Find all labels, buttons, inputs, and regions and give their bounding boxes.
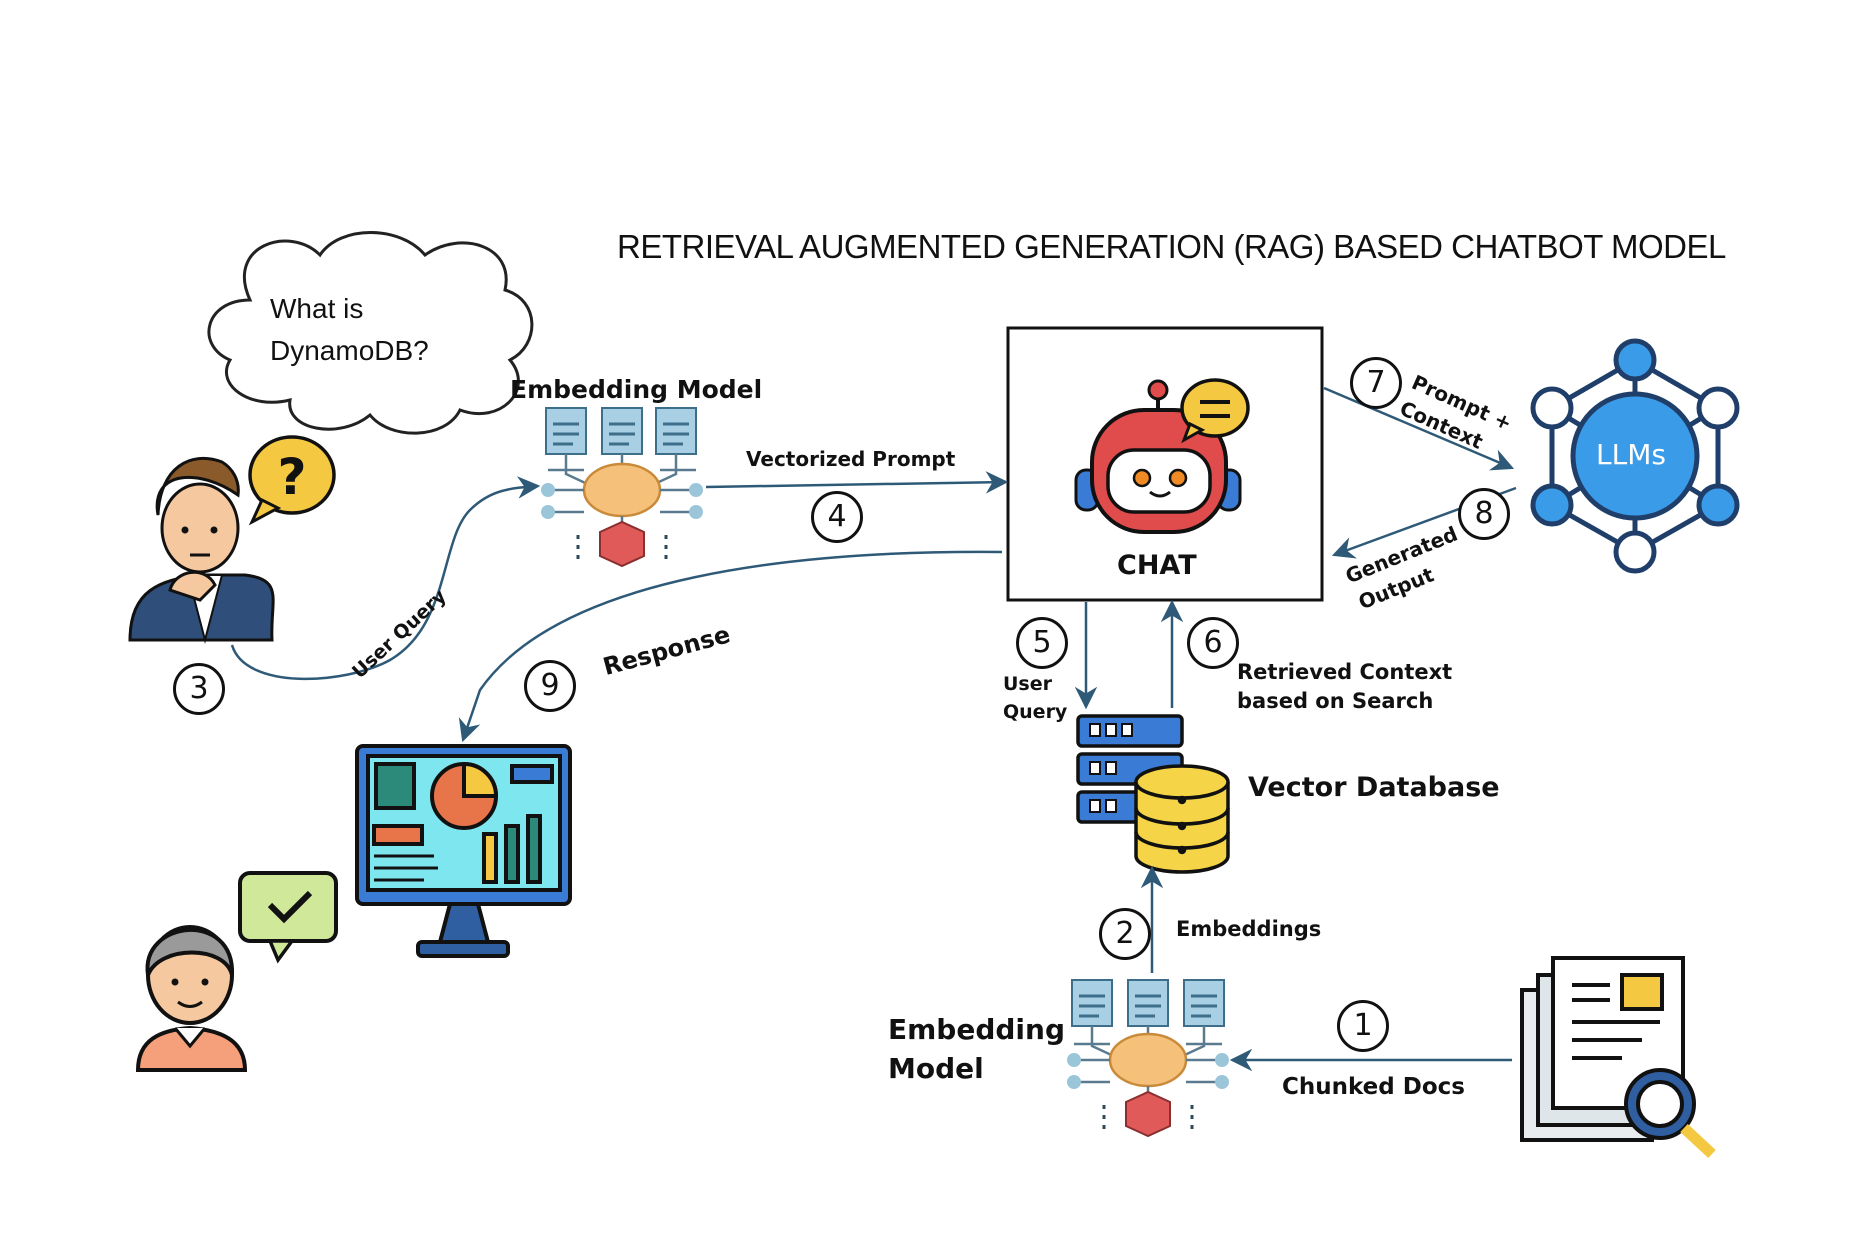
vector-database-label: Vector Database (1248, 772, 1500, 803)
edge-vectorized-prompt (705, 471, 1009, 494)
embedding-model-top-label: Embedding Model (510, 375, 763, 404)
vector-database-icon (1076, 714, 1230, 874)
documents-search-icon (1520, 956, 1716, 1159)
embedding-model-bottom-label-line1: Embedding (888, 1013, 1065, 1046)
embedding-model-icon-bottom (1067, 979, 1229, 1138)
embeddings-label: Embeddings (1176, 917, 1322, 941)
chatbot-robot-icon (1074, 378, 1250, 534)
step-5-badge: 5 (1016, 617, 1068, 669)
edges (230, 386, 1517, 1072)
cloud-text-line1: What is (270, 293, 364, 324)
step-2-badge: 2 (1099, 908, 1151, 960)
edge-response (458, 550, 1003, 743)
svg-text:?: ? (277, 448, 306, 506)
embedding-model-bottom-label-line2: Model (888, 1052, 984, 1085)
step-9-badge: 9 (524, 660, 576, 712)
step-6-badge: 6 (1187, 617, 1239, 669)
edge-user-query-3 (230, 476, 541, 681)
llms-label: LLMs (1596, 438, 1666, 471)
check-bubble-icon (238, 871, 338, 964)
step-7-badge: 7 (1350, 357, 1402, 409)
step-1-badge: 1 (1337, 1000, 1389, 1052)
user-query-5-label-line2: Query (1003, 701, 1068, 723)
question-bubble-icon: ? (248, 435, 336, 526)
step-8-badge: 8 (1458, 488, 1510, 540)
diagram-title: RETRIEVAL AUGMENTED GENERATION (RAG) BAS… (617, 228, 1726, 265)
dashboard-monitor-icon (355, 744, 572, 958)
chat-label: CHAT (1117, 550, 1197, 581)
chunked-docs-label: Chunked Docs (1282, 1074, 1465, 1100)
thought-cloud (207, 231, 534, 435)
user-query-5-label-line1: User (1003, 673, 1052, 695)
cloud-text-line2: DynamoDB? (270, 335, 429, 366)
llm-network-icon (1530, 338, 1740, 574)
satisfied-user-icon (135, 925, 248, 1072)
thinking-user-icon (128, 456, 275, 644)
embedding-model-icon-top (541, 407, 703, 568)
retrieved-context-label-line2: based on Search (1237, 689, 1434, 713)
step-3-badge: 3 (173, 663, 225, 715)
vectorized-prompt-label: Vectorized Prompt (746, 447, 956, 471)
edge-prompt-context (1323, 386, 1515, 471)
retrieved-context-label-line1: Retrieved Context (1237, 660, 1453, 684)
step-4-badge: 4 (811, 491, 863, 543)
